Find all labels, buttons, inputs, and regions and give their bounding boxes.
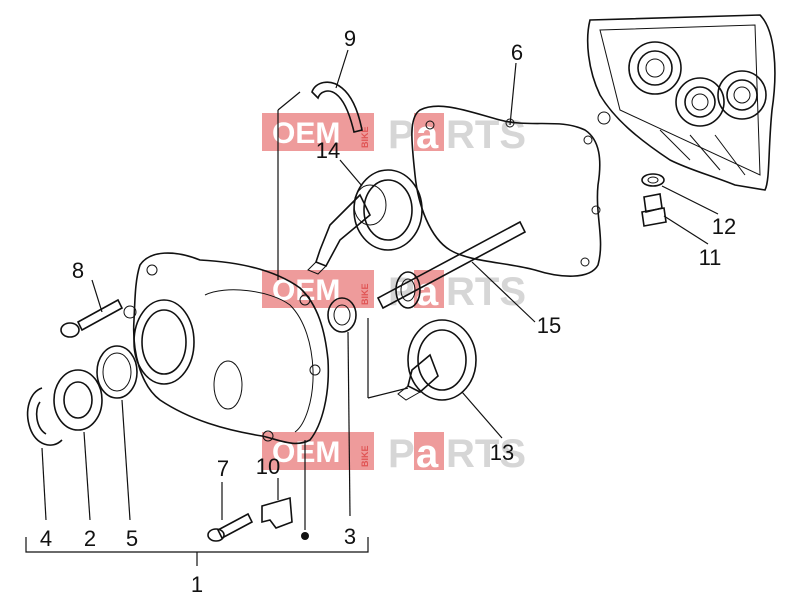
callout-9: 9 xyxy=(344,26,356,51)
callout-10: 10 xyxy=(256,454,280,479)
watermark-bike: BIKE xyxy=(360,283,370,305)
watermark-middle: OEM BIKE P a RTS xyxy=(262,270,526,314)
gasket-hole xyxy=(591,205,601,215)
gasket-hole xyxy=(583,135,593,145)
callout-labels: 1 2 3 4 5 6 7 8 9 10 11 12 13 14 15 xyxy=(40,26,736,597)
main-bearing-part xyxy=(53,369,103,431)
callout-8: 8 xyxy=(72,258,84,283)
group-bracket xyxy=(25,537,369,566)
callout-6: 6 xyxy=(511,40,523,65)
watermark-bike: BIKE xyxy=(360,445,370,467)
bracket-part xyxy=(261,496,293,529)
watermark-bike: BIKE xyxy=(360,126,370,148)
callout-12: 12 xyxy=(712,214,736,239)
watermark-parts-rts: RTS xyxy=(446,270,526,314)
callout-7: 7 xyxy=(217,456,229,481)
drain-plug-part xyxy=(641,193,667,227)
watermark-parts-a: a xyxy=(416,113,439,157)
output-shaft-part xyxy=(376,220,527,310)
seal-ring-inner xyxy=(102,352,132,392)
flange-bolt-part xyxy=(207,512,254,542)
callout-5: 5 xyxy=(126,526,138,551)
reference-dot xyxy=(301,532,309,540)
watermark-a-box xyxy=(414,113,444,151)
gasket-hole xyxy=(580,257,590,267)
gear-shaft-part xyxy=(307,169,423,275)
callout-2: 2 xyxy=(84,526,96,551)
main-bearing-bore xyxy=(63,381,93,419)
transmission-case-part xyxy=(586,14,776,191)
watermark-top: OEM BIKE P a RTS xyxy=(262,113,526,157)
watermark-parts-rts: RTS xyxy=(446,113,526,157)
watermark-oem: OEM xyxy=(272,274,340,307)
watermark-parts-rts: RTS xyxy=(446,432,526,476)
callout-4: 4 xyxy=(40,526,52,551)
washer-hole xyxy=(647,176,659,184)
transmission-cover-part xyxy=(123,252,330,445)
watermark-parts-a: a xyxy=(416,432,439,476)
watermark-box xyxy=(262,432,374,470)
callout-13: 13 xyxy=(490,440,514,465)
washer-part xyxy=(641,173,665,187)
breather-hose-part xyxy=(311,81,363,133)
watermark-parts-p: P xyxy=(388,113,415,157)
gasket-hole xyxy=(425,120,435,130)
bearing-part xyxy=(327,297,357,333)
callout-11: 11 xyxy=(699,245,722,270)
bearing-bore xyxy=(333,304,351,326)
watermark-parts-p: P xyxy=(388,432,415,476)
leader-lines xyxy=(41,49,719,540)
watermark-oem: OEM xyxy=(272,117,340,150)
callout-15: 15 xyxy=(537,313,561,338)
circlip-part xyxy=(26,387,63,446)
callout-1: 1 xyxy=(191,572,203,597)
seal-ring-part xyxy=(96,345,138,399)
watermark-a-box xyxy=(414,432,444,470)
gear-part xyxy=(397,319,477,401)
callout-3: 3 xyxy=(344,524,356,549)
bolt-part xyxy=(60,298,124,338)
callout-14: 14 xyxy=(316,138,340,163)
watermark-bottom: OEM BIKE P a RTS xyxy=(262,432,526,476)
